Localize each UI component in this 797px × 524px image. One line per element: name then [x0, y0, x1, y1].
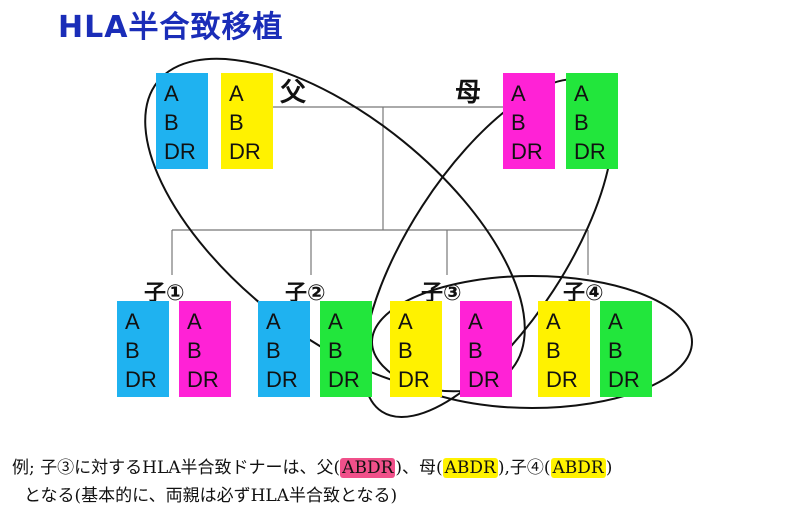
- locus-b: B: [187, 338, 202, 363]
- locus-dr: DR: [511, 139, 543, 164]
- locus-dr: DR: [328, 367, 360, 392]
- locus-a: A: [164, 81, 179, 106]
- locus-b: B: [468, 338, 483, 363]
- locus-dr: DR: [608, 367, 640, 392]
- locus-b: B: [574, 110, 589, 135]
- locus-b: B: [328, 338, 343, 363]
- locus-dr: DR: [574, 139, 606, 164]
- locus-a: A: [398, 309, 413, 334]
- note-sep-end: ): [605, 458, 613, 478]
- child2-haplotype-1: A B DR: [258, 301, 310, 397]
- sibling-match-ellipse: [371, 275, 693, 409]
- locus-a: A: [574, 81, 589, 106]
- locus-dr: DR: [546, 367, 578, 392]
- locus-dr: DR: [468, 367, 500, 392]
- locus-b: B: [511, 110, 526, 135]
- father-paren-close: ): [395, 458, 403, 478]
- example-note: 例; 子③に対するHLA半合致ドナーは、父(ABDR)、母(ABDR),子④(A…: [12, 454, 792, 510]
- locus-b: B: [266, 338, 281, 363]
- mother-haplotype-1: A B DR: [503, 73, 555, 169]
- note-sep-child4: ),子④(: [497, 458, 551, 478]
- child4-haplotype-1: A B DR: [538, 301, 590, 397]
- locus-a: A: [266, 309, 281, 334]
- child3-haplotype-2: A B DR: [460, 301, 512, 397]
- father-label: 父: [280, 78, 307, 108]
- locus-a: A: [328, 309, 343, 334]
- locus-dr: DR: [266, 367, 298, 392]
- child3-haplotype-1: A B DR: [390, 301, 442, 397]
- locus-b: B: [608, 338, 623, 363]
- note-line-1: 例; 子③に対するHLA半合致ドナーは、父(ABDR)、母(ABDR),子④(A…: [12, 454, 792, 482]
- locus-a: A: [511, 81, 526, 106]
- father-donor-highlight: ABDR: [340, 458, 396, 478]
- child2-haplotype-2: A B DR: [320, 301, 372, 397]
- child1-haplotype-2: A B DR: [179, 301, 231, 397]
- locus-a: A: [546, 309, 561, 334]
- locus-a: A: [608, 309, 623, 334]
- locus-a: A: [187, 309, 202, 334]
- note-prefix: 例; 子③に対するHLA半合致ドナーは、父: [12, 458, 334, 478]
- mother-donor-highlight: ABDR: [442, 458, 498, 478]
- locus-dr: DR: [187, 367, 219, 392]
- locus-dr: DR: [398, 367, 430, 392]
- father-haplotype-2: A B DR: [221, 73, 273, 169]
- father-haplotype-1: A B DR: [156, 73, 208, 169]
- locus-b: B: [164, 110, 179, 135]
- father-paren-open: (: [333, 458, 341, 478]
- child4-donor-highlight: ABDR: [550, 458, 606, 478]
- locus-dr: DR: [164, 139, 196, 164]
- mother-haplotype-2: A B DR: [566, 73, 618, 169]
- locus-b: B: [125, 338, 140, 363]
- locus-b: B: [229, 110, 244, 135]
- note-line-2: となる(基本的に、両親は必ずHLA半合致となる): [24, 486, 398, 506]
- locus-a: A: [468, 309, 483, 334]
- child1-haplotype-1: A B DR: [117, 301, 169, 397]
- locus-dr: DR: [125, 367, 157, 392]
- note-sep-mother: 、母(: [402, 458, 443, 478]
- locus-b: B: [546, 338, 561, 363]
- locus-a: A: [229, 81, 244, 106]
- locus-a: A: [125, 309, 140, 334]
- child4-haplotype-2: A B DR: [600, 301, 652, 397]
- locus-dr: DR: [229, 139, 261, 164]
- locus-b: B: [398, 338, 413, 363]
- mother-label: 母: [455, 78, 482, 108]
- page-title: HLA半合致移植: [58, 10, 284, 45]
